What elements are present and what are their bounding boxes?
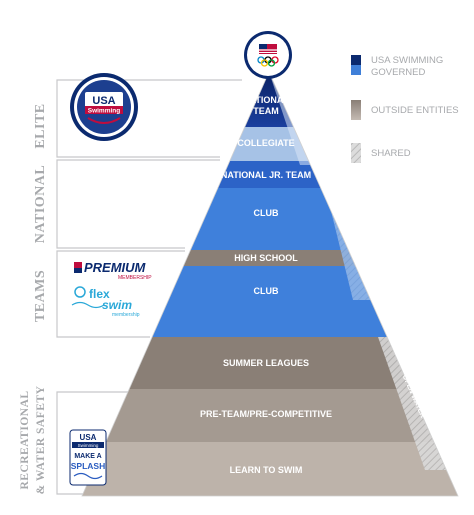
- recreational-label: RECREATIONAL: [19, 390, 31, 489]
- splash-logo-usa: USA: [80, 433, 97, 442]
- make-a-splash-logo: USA Swimming MAKE A SPLASH: [69, 429, 107, 486]
- premium-membership-logo: PREMIUM MEMBERSHIP: [74, 260, 152, 281]
- teams-bracket: [56, 250, 185, 338]
- elite-label: ELITE: [33, 103, 48, 148]
- learn-to-swim-band: [82, 442, 458, 496]
- legend-outside-swatch: [351, 100, 361, 120]
- flex-logo-text: flex: [89, 287, 110, 301]
- water-safety-label: & WATER SAFETY: [35, 385, 47, 494]
- flex-swim-logo-text: swim: [102, 298, 132, 312]
- club-teams-band: [82, 266, 458, 337]
- club-national-label: CLUB: [254, 208, 279, 218]
- splash-logo-swimming: Swimming: [78, 443, 99, 448]
- premium-logo-subtext: MEMBERSHIP: [118, 275, 152, 281]
- pre-team-band: [82, 389, 458, 442]
- recreational-bracket: [56, 391, 150, 495]
- legend-governed-line1: USA SWIMMING: [371, 55, 443, 66]
- high-school-label: HIGH SCHOOL: [234, 253, 298, 263]
- teams-label: TEAMS: [33, 270, 48, 322]
- national-team-label-line2: TEAM: [253, 106, 279, 116]
- olympic-logo: [244, 31, 292, 79]
- legend-governed-swatch: [351, 55, 361, 75]
- learn-to-swim-label: LEARN TO SWIM: [230, 465, 303, 475]
- national-label: NATIONAL: [33, 165, 48, 243]
- elite-bracket: [56, 79, 242, 158]
- usa-swimming-logo-swimming: Swimming: [88, 108, 121, 115]
- legend: USA SWIMMING GOVERNED OUTSIDE ENTITIES S…: [351, 55, 459, 163]
- legend-outside-label: OUTSIDE ENTITIES: [371, 105, 459, 116]
- legend-shared-swatch: [351, 143, 361, 163]
- open-water-bottom-strip: [378, 337, 446, 470]
- pre-team-label: PRE-TEAM/PRE-COMPETITIVE: [200, 409, 332, 419]
- legend-governed-line2: GOVERNED: [371, 67, 426, 78]
- national-bracket: [56, 159, 220, 249]
- splash-logo-splash: SPLASH: [71, 461, 105, 471]
- national-team-label-line1: NATIONAL: [243, 95, 289, 105]
- flex-membership-text: membership: [112, 312, 140, 318]
- legend-shared-label: SHARED: [371, 148, 411, 159]
- national-jr-team-label: NATIONAL JR. TEAM: [221, 170, 311, 180]
- collegiate-label: COLLEGIATE: [237, 138, 294, 148]
- usa-swimming-logo-usa: USA: [92, 95, 115, 107]
- premium-logo-text: PREMIUM: [84, 260, 147, 275]
- side-brackets: [56, 79, 242, 495]
- flex-swim-logo: flex swim membership: [71, 286, 140, 318]
- club-teams-label: CLUB: [254, 286, 279, 296]
- club-national-band: [82, 188, 458, 250]
- pyramid-outline: [81, 71, 459, 497]
- usa-swimming-logo: USA Swimming: [70, 73, 138, 141]
- summer-leagues-label: SUMMER LEAGUES: [223, 358, 309, 368]
- splash-logo-make-a: MAKE A: [74, 453, 101, 460]
